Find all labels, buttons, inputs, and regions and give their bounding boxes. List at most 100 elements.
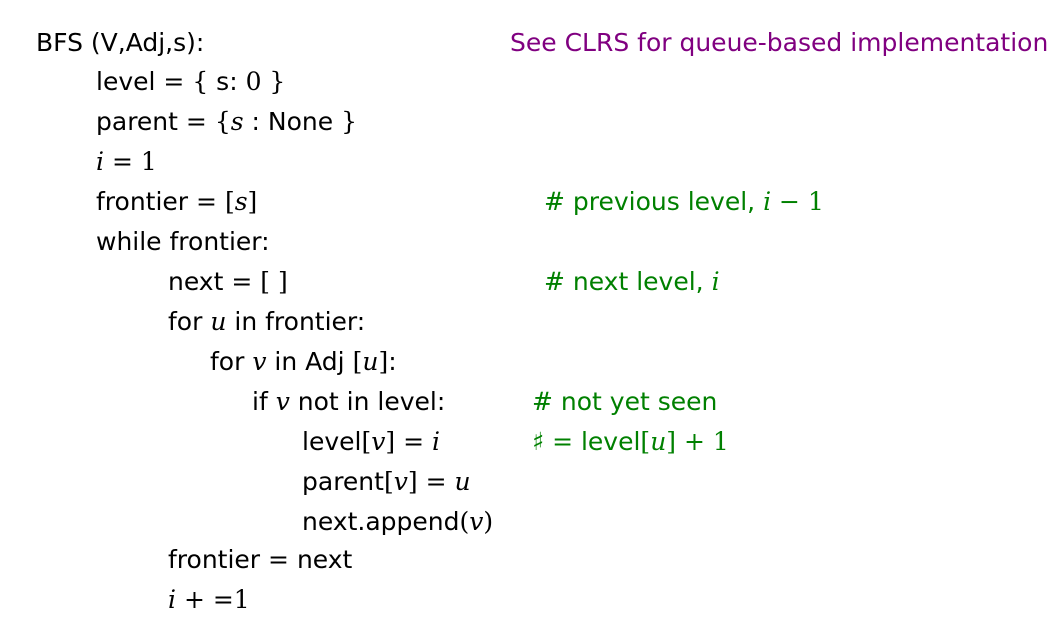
code-line-for-v: for v in Adj [u]: xyxy=(210,347,397,377)
token: # xyxy=(532,387,553,416)
code-line-frontier-update: frontier = next xyxy=(168,545,352,575)
token: ) xyxy=(483,507,494,536)
code-line-i-increment: i + =1 xyxy=(168,585,250,615)
token: = xyxy=(231,267,253,296)
token: u xyxy=(210,307,227,336)
token: 1 xyxy=(712,427,729,456)
token: [ xyxy=(383,467,394,496)
token: i xyxy=(431,427,440,456)
token: for xyxy=(210,347,253,376)
token: next.append xyxy=(302,507,460,536)
token: = xyxy=(185,107,207,136)
token: # xyxy=(544,187,565,216)
token: + xyxy=(684,427,705,456)
token: v xyxy=(469,507,484,536)
comment-level-relation: ♯ = level[u] + 1 xyxy=(532,427,729,457)
token: frontier xyxy=(168,545,261,574)
code-line-i-init: i = 1 xyxy=(96,147,157,177)
token: [ xyxy=(361,427,372,456)
token: 1 xyxy=(807,187,824,216)
token: next xyxy=(296,545,353,574)
token: ] xyxy=(247,187,258,216)
token: = xyxy=(403,427,425,456)
token: ] xyxy=(407,467,418,496)
token: ] xyxy=(378,347,389,376)
function-header: BFS (V,Adj,s): xyxy=(36,28,205,57)
clrs-note: See CLRS for queue-based implementation xyxy=(510,28,1048,58)
note-text: See CLRS for queue-based implementation xyxy=(510,28,1049,57)
code-line-parent-init: parent = {s : None } xyxy=(96,107,357,137)
token: − xyxy=(779,187,800,216)
token: v xyxy=(393,467,408,496)
token: None xyxy=(267,107,334,136)
token: = xyxy=(196,187,217,216)
code-line-frontier-init: frontier = [s] xyxy=(96,187,257,217)
token: level xyxy=(580,427,641,456)
token: u xyxy=(362,347,379,376)
token: frontier xyxy=(96,187,189,216)
token: = xyxy=(111,147,133,176)
token: { xyxy=(192,67,209,96)
token: u xyxy=(454,467,471,496)
comment-not-yet-seen: # not yet seen xyxy=(532,387,717,417)
token: in frontier: xyxy=(226,307,366,336)
token: + = xyxy=(183,585,234,614)
token: } xyxy=(269,67,286,96)
token: level xyxy=(302,427,362,456)
token: i xyxy=(763,187,772,216)
comment-next-level: # next level, i xyxy=(544,267,720,297)
token: ] xyxy=(385,427,396,456)
token: 1 xyxy=(233,585,250,614)
token: i xyxy=(96,147,104,176)
token: [ xyxy=(224,187,235,216)
token: s: xyxy=(208,67,246,96)
code-line-if: if v not in level: xyxy=(252,387,445,417)
token: parent xyxy=(96,107,178,136)
token: [ xyxy=(640,427,651,456)
token: { xyxy=(214,107,231,136)
code-line-parent-assign: parent[v] = u xyxy=(302,467,471,497)
token: next level, xyxy=(564,267,712,296)
token: # xyxy=(544,267,565,296)
token: v xyxy=(275,387,290,416)
token: } xyxy=(341,107,357,136)
token: : xyxy=(243,107,268,136)
code-line-level-assign: level[v] = i xyxy=(302,427,440,457)
token: while frontier: xyxy=(96,227,270,256)
token: i xyxy=(168,585,176,614)
code-line-append: next.append(v) xyxy=(302,507,493,537)
token: parent xyxy=(302,467,384,496)
token: for xyxy=(168,307,211,336)
token: i xyxy=(711,267,720,296)
code-line-next-init: next = [ ] xyxy=(168,267,288,297)
token: u xyxy=(650,427,667,456)
function-signature: BFS (V,Adj,s): xyxy=(36,28,204,58)
token: ] xyxy=(666,427,677,456)
token: 1 xyxy=(140,147,157,176)
token: = xyxy=(268,545,289,574)
token: : xyxy=(388,347,397,376)
token: [ xyxy=(352,347,363,376)
token: 0 xyxy=(245,67,262,96)
code-line-for-u: for u in frontier: xyxy=(168,307,365,337)
token: [ ] xyxy=(260,267,288,296)
token: next xyxy=(168,267,224,296)
code-line-level-init: level = { s: 0 } xyxy=(96,67,285,97)
token: in Adj xyxy=(266,347,353,376)
token: s xyxy=(234,187,248,216)
token: ( xyxy=(459,507,470,536)
token: not in level: xyxy=(289,387,446,416)
token: not yet seen xyxy=(552,387,718,416)
code-line-while: while frontier: xyxy=(96,227,270,257)
token: v xyxy=(371,427,386,456)
token: previous level, xyxy=(564,187,764,216)
token: v xyxy=(252,347,267,376)
token: = xyxy=(552,427,574,456)
token: = xyxy=(425,467,447,496)
token: level xyxy=(96,67,156,96)
token: = xyxy=(163,67,185,96)
token: if xyxy=(252,387,276,416)
comment-previous-level: # previous level, i − 1 xyxy=(544,187,824,217)
token: ♯ xyxy=(532,427,545,456)
token: s xyxy=(230,107,244,136)
